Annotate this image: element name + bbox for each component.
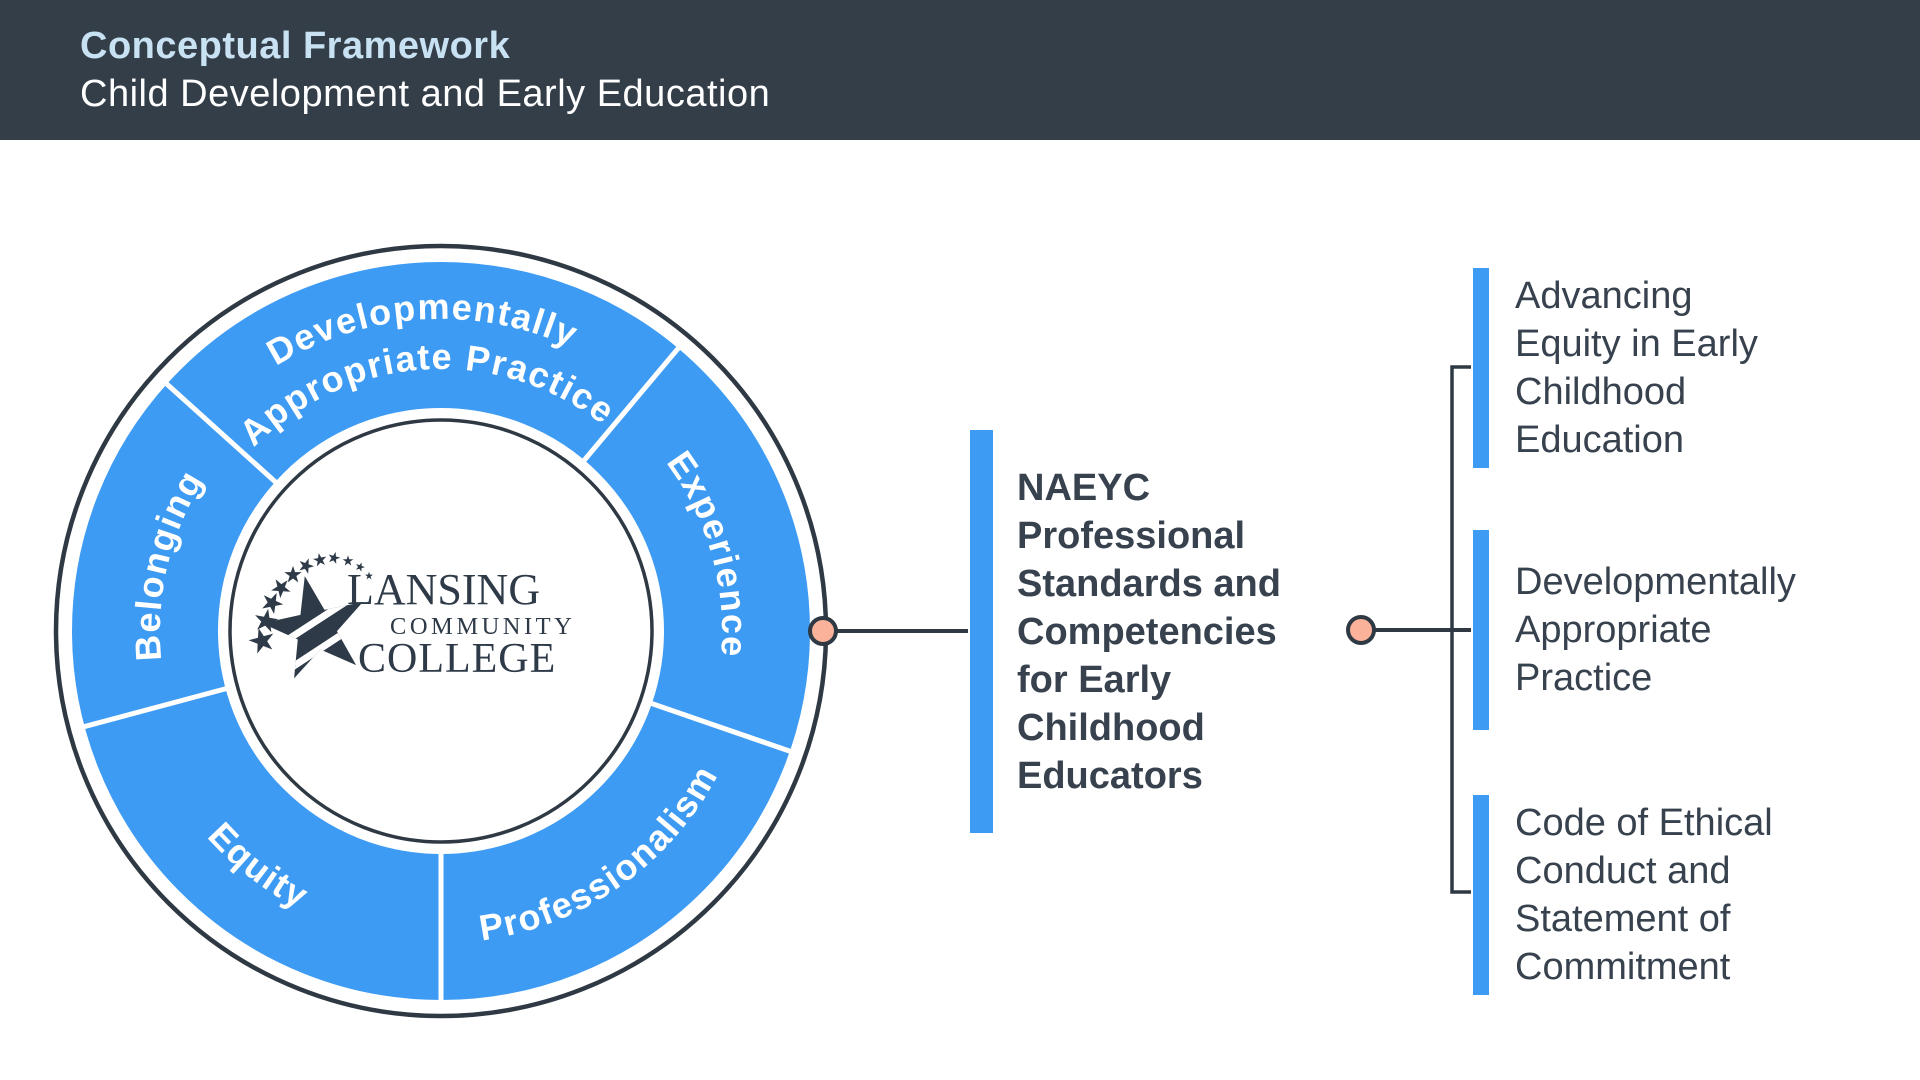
wheel-inner-circle: [228, 418, 654, 844]
logo-text-college: COLLEGE: [358, 636, 556, 682]
item-code-of-ethical-conduct: Code of Ethical Conduct and Statement of…: [1473, 795, 1845, 995]
logo-text-community: COMMUNITY: [390, 613, 575, 640]
page-subtitle: Child Development and Early Education: [80, 73, 771, 115]
connector-node-right: [1346, 615, 1376, 645]
item-dap: Developmentally Appropriate Practice: [1473, 530, 1845, 730]
header-bar: Conceptual Framework Child Development a…: [0, 0, 1920, 140]
bracket: [1450, 365, 1471, 894]
values-wheel: Developmentally Appropriate Practice Exp…: [53, 243, 829, 1019]
naeyc-accent-bar: [970, 430, 993, 833]
naeyc-standards-label: NAEYC Professional Standards and Compete…: [1017, 466, 1281, 797]
naeyc-standards-block: NAEYC Professional Standards and Compete…: [970, 430, 1347, 833]
item-advancing-equity: Advancing Equity in Early Childhood Educ…: [1473, 268, 1845, 468]
page-title: Conceptual Framework: [80, 25, 511, 67]
segment-dividers: [82, 345, 792, 1001]
logo-text-lansing: LANSING: [347, 565, 540, 614]
item-accent-bar: [1473, 795, 1489, 995]
connector-node-left: [808, 616, 838, 646]
item-accent-bar: [1473, 530, 1489, 730]
item-label: Advancing Equity in Early Childhood Educ…: [1515, 275, 1758, 461]
item-label: Code of Ethical Conduct and Statement of…: [1515, 802, 1773, 988]
item-label: Developmentally Appropriate Practice: [1515, 561, 1796, 699]
connector-lines: [836, 628, 1471, 633]
lansing-community-college-logo: LANSING COMMUNITY COLLEGE: [246, 550, 575, 683]
item-accent-bar: [1473, 268, 1489, 468]
